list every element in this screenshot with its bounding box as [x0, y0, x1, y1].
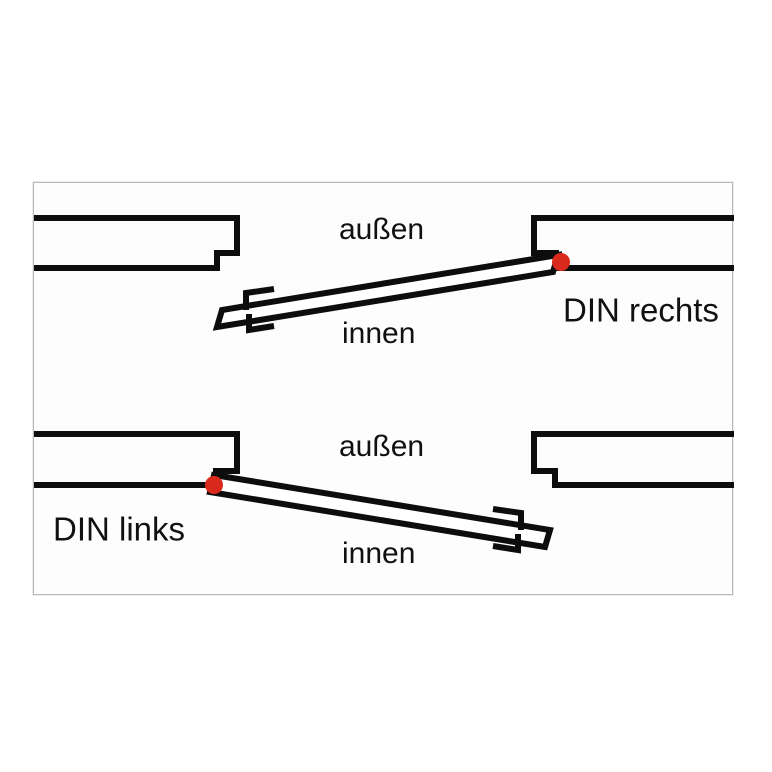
label-innen-top: innen — [342, 317, 415, 350]
frame-bottom-left-outer — [34, 431, 240, 488]
door-handing-drawing: außen innen DIN rechts außen innen DIN l… — [34, 213, 734, 570]
label-innen-bottom: innen — [342, 537, 415, 570]
label-din-links: DIN links — [53, 511, 185, 548]
frame-top-right-outer — [531, 215, 734, 271]
door-latch-top — [246, 314, 275, 334]
frame-top-left-outer — [34, 215, 240, 271]
label-aussen-top: außen — [339, 213, 424, 246]
frame-bottom-right-outer — [531, 431, 734, 488]
door-handle-bottom — [492, 506, 524, 530]
door-handle-top — [243, 286, 275, 310]
hinge-pivot-bottom — [205, 476, 223, 494]
hinge-pivot-top — [552, 253, 570, 271]
label-aussen-bottom: außen — [339, 430, 424, 463]
door-latch-bottom — [492, 534, 521, 554]
diagram-panel: außen innen DIN rechts außen innen DIN l… — [33, 182, 734, 595]
label-din-rechts: DIN rechts — [563, 292, 719, 329]
